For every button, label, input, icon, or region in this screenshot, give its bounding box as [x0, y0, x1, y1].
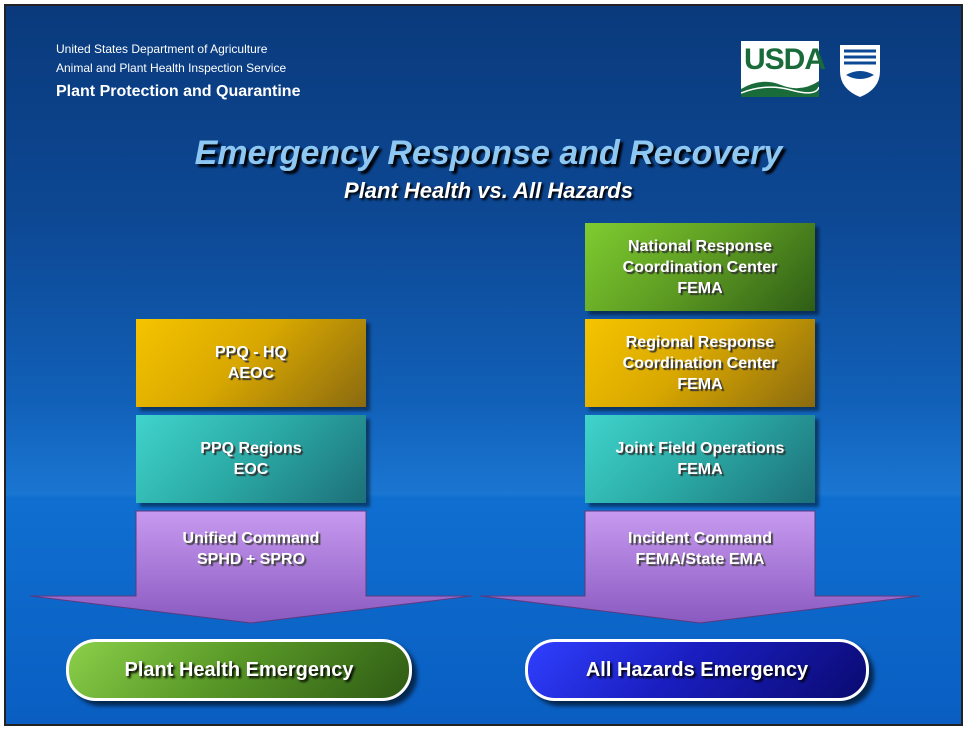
- joint-field-operations-box: Joint Field Operations FEMA: [585, 415, 815, 503]
- slide-title: Emergency Response and Recovery: [194, 134, 783, 172]
- right-arrow-label: Incident Command FEMA/State EMA: [627, 530, 772, 568]
- left-arrow-shape: [29, 510, 473, 624]
- arrows-layer: [29, 510, 921, 624]
- ppq-hq-box: PPQ - HQ AEOC: [136, 319, 366, 407]
- all-hazards-emergency-pill: All Hazards Emergency: [525, 639, 869, 701]
- plant-health-emergency-pill: Plant Health Emergency: [66, 639, 412, 701]
- left-arrow-label: Unified Command SPHD + SPRO: [182, 530, 320, 568]
- slide-subtitle: Plant Health vs. All Hazards: [344, 178, 633, 203]
- rrcc-box: Regional Response Coordination Center FE…: [585, 319, 815, 407]
- usda-logo-text: USDA: [744, 43, 826, 76]
- slide: United States Department of Agriculture …: [4, 4, 963, 726]
- nrcc-box: National Response Coordination Center FE…: [585, 223, 815, 311]
- right-arrow-shape: [479, 510, 921, 624]
- ppq-regions-box: PPQ Regions EOC: [136, 415, 366, 503]
- usda-logo: USDA: [741, 41, 826, 97]
- usda-hills-icon: [741, 81, 819, 97]
- program-name: Plant Protection and Quarantine: [56, 83, 301, 100]
- department-name: United States Department of Agriculture: [56, 42, 268, 56]
- aphis-shield-icon: [840, 45, 880, 97]
- service-name: Animal and Plant Health Inspection Servi…: [56, 61, 287, 75]
